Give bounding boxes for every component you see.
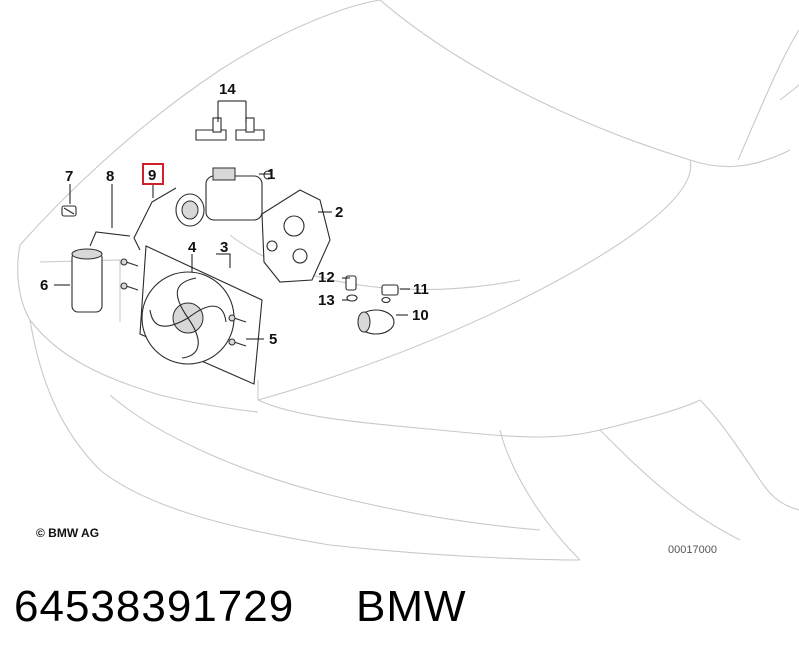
part-14-brackets xyxy=(195,117,265,141)
brand-name: BMW xyxy=(356,582,467,631)
callout-2[interactable]: 2 xyxy=(335,204,343,221)
screws xyxy=(120,258,247,347)
part-2-bracket xyxy=(261,189,331,283)
callout-10[interactable]: 10 xyxy=(412,307,429,324)
callout-6[interactable]: 6 xyxy=(40,277,48,294)
callout-1[interactable]: 1 xyxy=(267,166,275,183)
callout-4[interactable]: 4 xyxy=(188,239,197,256)
part-8-pipe xyxy=(89,231,131,247)
part-6-receiver-drier xyxy=(71,248,103,313)
leader-lines xyxy=(54,100,410,340)
callout-12[interactable]: 12 xyxy=(318,269,335,286)
part-10-fitting xyxy=(357,309,395,335)
callout-9-highlight xyxy=(142,163,164,185)
part-9-pipe xyxy=(133,187,177,251)
part-7-switch xyxy=(61,205,77,217)
callout-9[interactable]: 9 xyxy=(148,167,156,184)
callout-5[interactable]: 5 xyxy=(269,331,277,348)
copyright-text: © BMW AG xyxy=(36,526,99,540)
part-3-condenser xyxy=(139,245,263,385)
callout-11[interactable]: 11 xyxy=(413,281,429,298)
car-outline xyxy=(17,0,799,561)
part-number: 64538391729 xyxy=(14,582,295,631)
callout-8[interactable]: 8 xyxy=(106,168,114,185)
parts-diagram: 14 1 2 3 4 5 6 7 8 9 10 11 12 13 © BMW A… xyxy=(17,0,799,561)
part-1-compressor xyxy=(175,167,273,227)
callout-14[interactable]: 14 xyxy=(219,81,236,98)
part-13-o-ring xyxy=(346,294,391,304)
part-11-fitting xyxy=(381,284,399,296)
callout-7[interactable]: 7 xyxy=(65,168,73,185)
callout-13[interactable]: 13 xyxy=(318,292,335,309)
part-12-switch xyxy=(345,275,357,291)
callout-3[interactable]: 3 xyxy=(220,239,228,256)
diagram-number: 00017000 xyxy=(668,544,717,556)
callout-labels: 14 1 2 3 4 5 6 7 8 9 10 11 12 13 xyxy=(40,81,429,348)
